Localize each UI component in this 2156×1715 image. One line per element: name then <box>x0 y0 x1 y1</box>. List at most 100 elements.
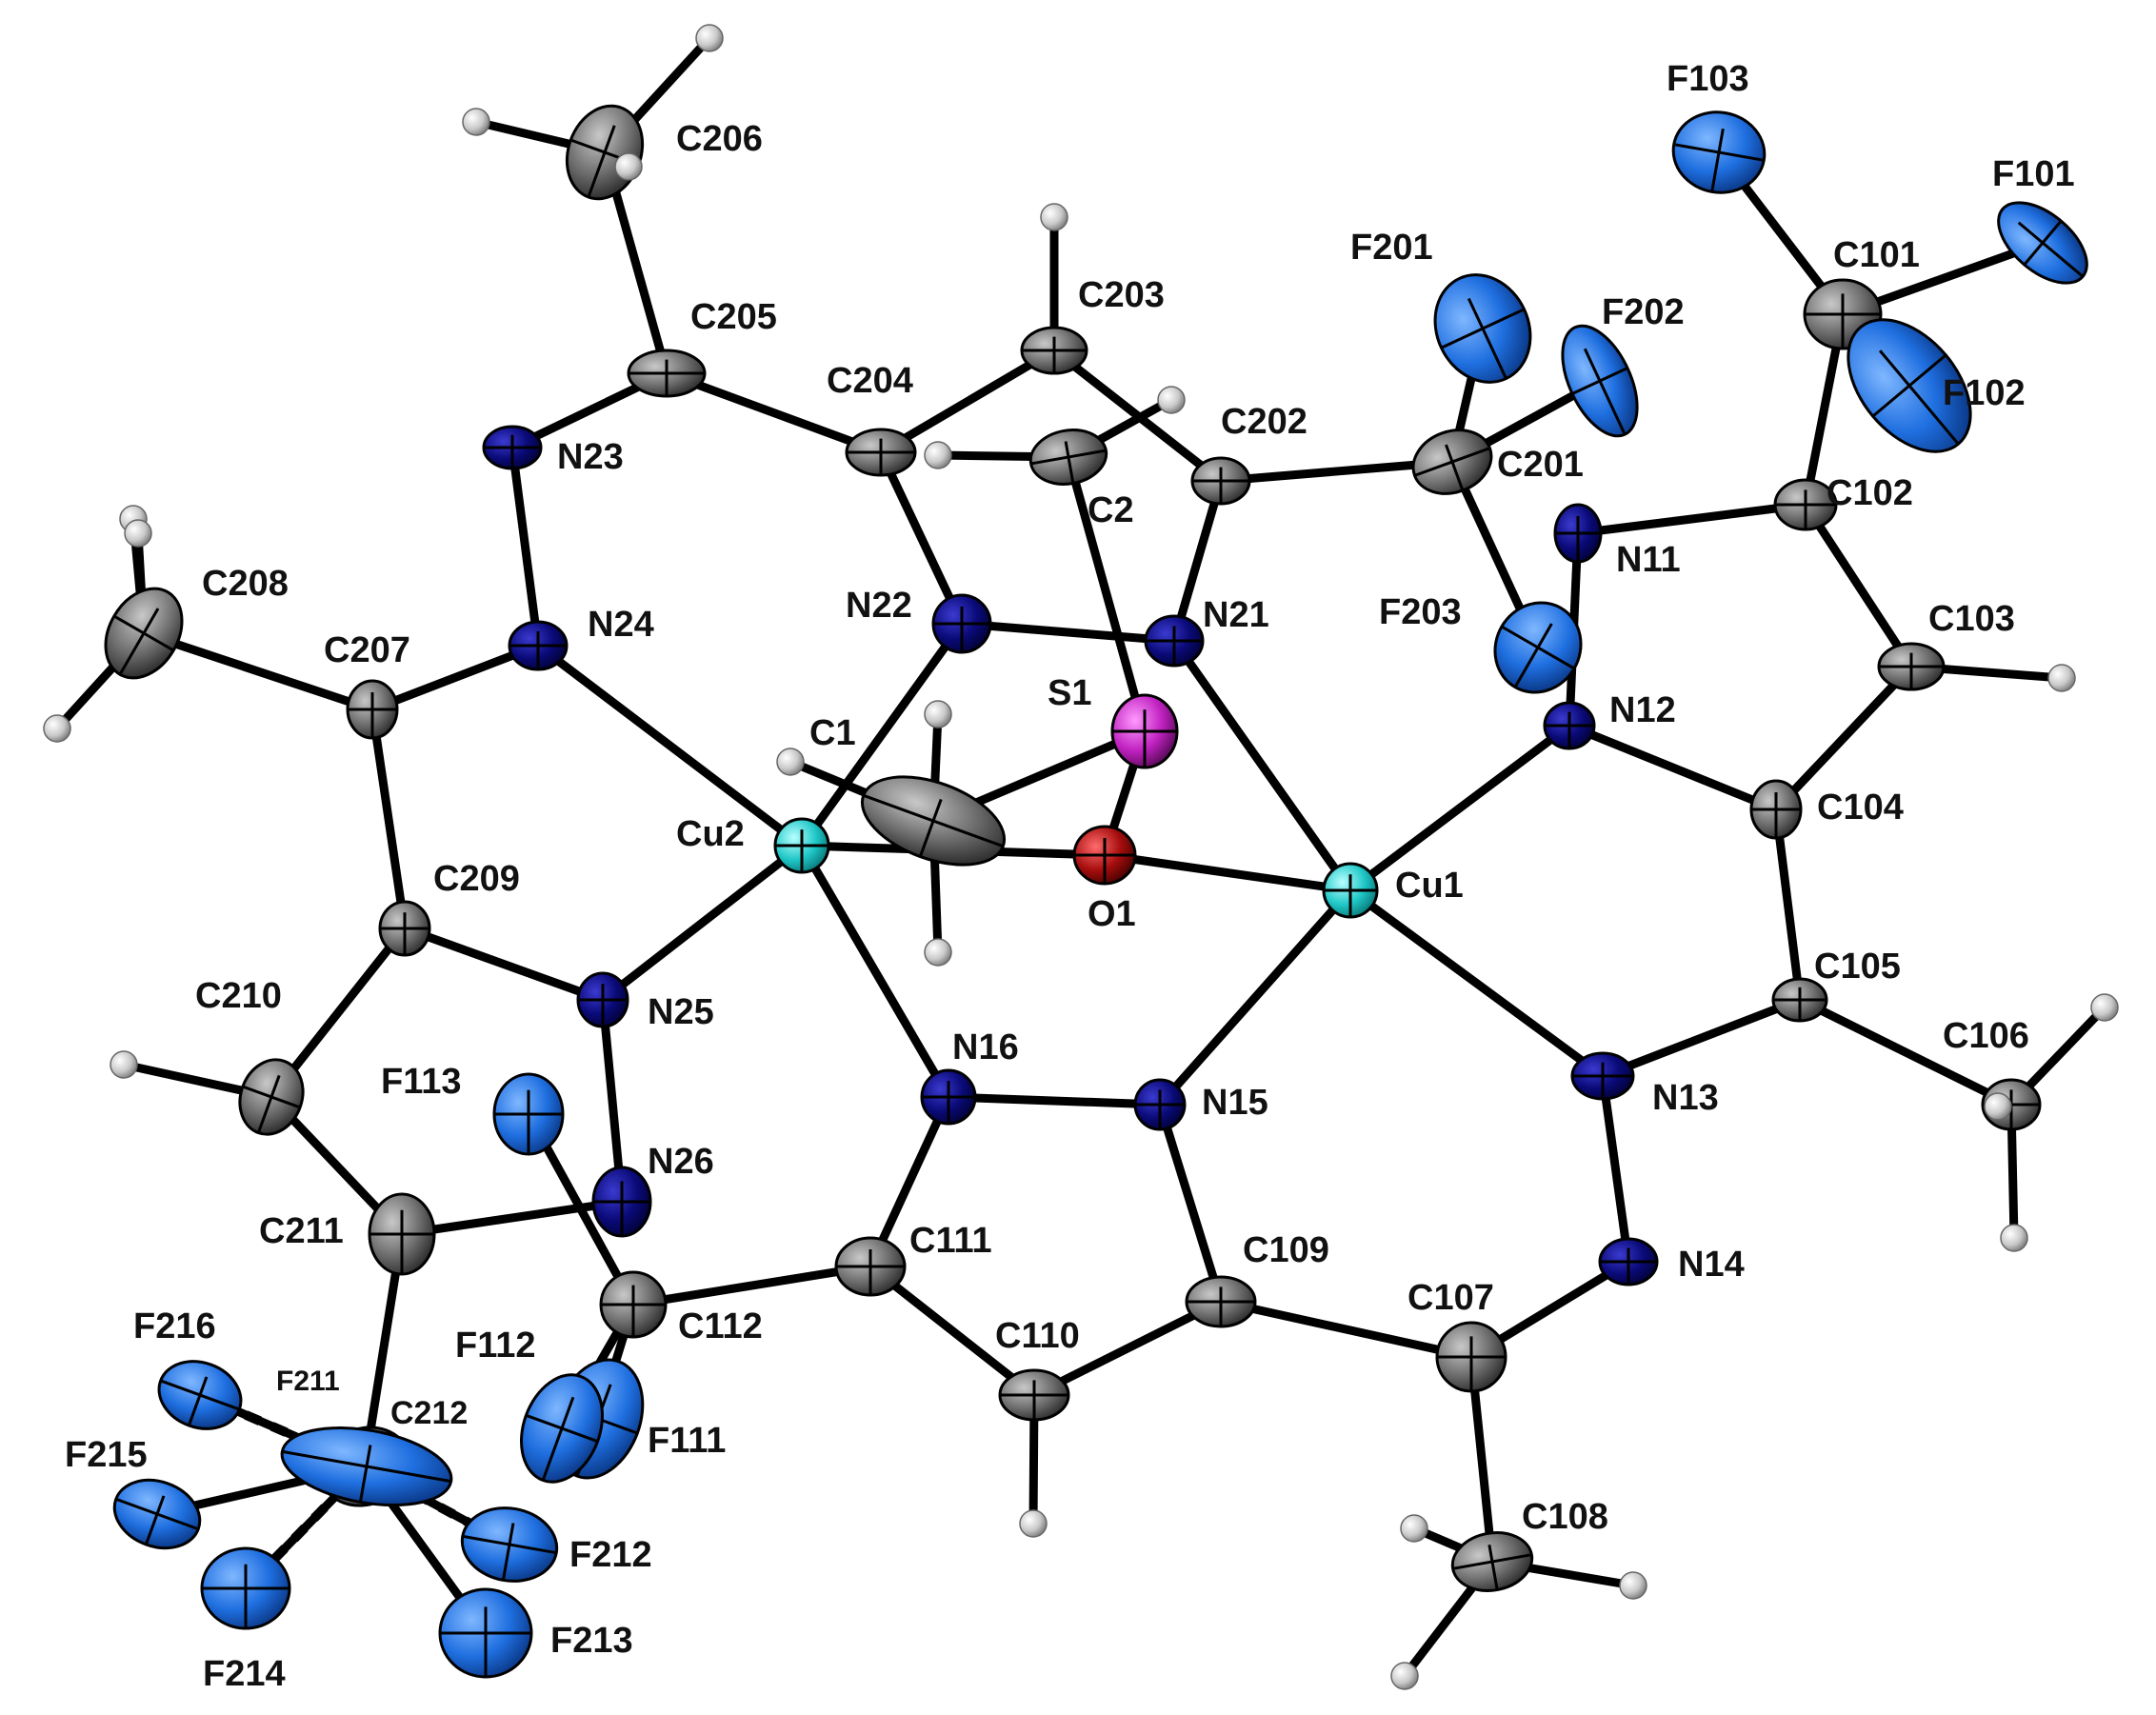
bond-c204-c205 <box>662 369 886 457</box>
atom-h-5 <box>924 441 952 469</box>
atom-h-10 <box>776 748 805 776</box>
label-c105: C105 <box>1814 947 1901 987</box>
bond-s1-c2 <box>1064 452 1149 736</box>
atom-c201 <box>1411 429 1493 495</box>
atom-c110 <box>998 1368 1070 1422</box>
atom-h-0 <box>695 24 724 52</box>
atom-f202 <box>1561 324 1639 438</box>
atom-n26 <box>591 1166 652 1238</box>
label-f202: F202 <box>1602 292 1685 332</box>
label-o1: O1 <box>1088 894 1136 934</box>
atom-f211 <box>280 1426 453 1507</box>
atom-n25 <box>576 971 629 1028</box>
atom-h-14 <box>1400 1514 1428 1543</box>
label-c109: C109 <box>1243 1230 1329 1270</box>
atom-c1 <box>860 775 1007 867</box>
bond-c104-n12 <box>1565 721 1781 814</box>
atom-h-2 <box>614 152 643 181</box>
atom-f101 <box>1997 201 2088 285</box>
atom-cu2 <box>773 817 830 874</box>
label-f201: F201 <box>1350 228 1433 268</box>
label-s1: S1 <box>1048 673 1091 713</box>
atom-o1 <box>1072 825 1137 886</box>
atom-f102 <box>1847 318 1972 453</box>
label-c101: C101 <box>1833 235 1920 275</box>
bond-c111-c110 <box>866 1262 1039 1400</box>
label-c205: C205 <box>690 297 777 337</box>
label-f203: F203 <box>1379 592 1462 632</box>
atom-c102 <box>1773 478 1838 531</box>
bond-cu2-n22 <box>797 619 967 850</box>
bond-n22-c204 <box>876 448 967 628</box>
bond-n21-n22 <box>957 619 1179 646</box>
label-c1: C1 <box>809 713 856 753</box>
label-f212: F212 <box>569 1535 652 1575</box>
bond-cu1-n13 <box>1346 886 1607 1081</box>
label-c203: C203 <box>1078 275 1165 315</box>
atom-h-7 <box>43 714 71 743</box>
atom-f113 <box>492 1072 565 1156</box>
bond-cu2-n16 <box>797 841 953 1102</box>
bond-cu1-n12 <box>1346 721 1574 895</box>
atom-f214 <box>200 1546 291 1630</box>
atom-h-20 <box>2047 664 2076 692</box>
bond-n16-c111 <box>866 1092 953 1271</box>
atom-n23 <box>482 425 543 470</box>
label-f101: F101 <box>1992 154 2075 194</box>
label-f211: F211 <box>276 1366 340 1397</box>
label-n23: N23 <box>557 437 624 477</box>
atom-c103 <box>1877 642 1946 691</box>
atom-n12 <box>1543 701 1596 750</box>
atom-n22 <box>931 593 992 654</box>
atom-c205 <box>627 349 707 398</box>
bond-c211-n26 <box>397 1197 627 1239</box>
label-f111: F111 <box>648 1421 726 1461</box>
atom-f201 <box>1433 273 1532 384</box>
bond-c207-c209 <box>368 705 409 933</box>
atom-c112 <box>599 1270 668 1339</box>
atom-c207 <box>346 679 399 740</box>
atom-n14 <box>1598 1237 1659 1286</box>
atom-h-8 <box>124 519 152 548</box>
label-c107: C107 <box>1407 1278 1494 1318</box>
atom-c210 <box>238 1058 305 1136</box>
atom-n13 <box>1570 1051 1635 1101</box>
atom-c108 <box>1450 1531 1534 1592</box>
label-c208: C208 <box>202 564 289 604</box>
label-c112: C112 <box>678 1306 763 1346</box>
atom-h-3 <box>1040 203 1068 231</box>
bond-c209-n25 <box>400 924 608 1005</box>
label-c201: C201 <box>1497 445 1584 485</box>
bond-n23-n24 <box>508 443 543 650</box>
atom-f216 <box>157 1360 243 1430</box>
atoms-layer <box>43 24 2119 1690</box>
label-f215: F215 <box>65 1435 148 1475</box>
atom-c107 <box>1435 1321 1507 1393</box>
label-f214: F214 <box>203 1654 286 1694</box>
bond-c111-c112 <box>629 1262 875 1309</box>
atom-n16 <box>920 1068 977 1126</box>
atom-h-1 <box>462 108 490 136</box>
atom-f203 <box>1493 601 1583 694</box>
atom-f213 <box>438 1587 533 1679</box>
atom-c111 <box>834 1236 907 1297</box>
label-f216: F216 <box>133 1306 216 1346</box>
label-n11: N11 <box>1616 540 1681 580</box>
label-c104: C104 <box>1817 788 1904 828</box>
bond-c110-c109 <box>1029 1297 1226 1400</box>
atom-h-19 <box>1984 1092 2012 1121</box>
atom-c2 <box>1028 429 1108 486</box>
bond-c207-c208 <box>139 628 377 714</box>
label-c108: C108 <box>1522 1497 1608 1537</box>
bond-n15-c109 <box>1155 1100 1226 1306</box>
atom-h-12 <box>110 1050 138 1079</box>
label-c106: C106 <box>1943 1016 2029 1056</box>
bond-n13-c105 <box>1598 995 1805 1081</box>
label-n21: N21 <box>1203 595 1269 635</box>
atom-h-11 <box>924 938 952 967</box>
bond-cu1-n21 <box>1169 636 1355 895</box>
atom-h-16 <box>1390 1662 1419 1690</box>
bond-cu2-n25 <box>598 841 807 1005</box>
